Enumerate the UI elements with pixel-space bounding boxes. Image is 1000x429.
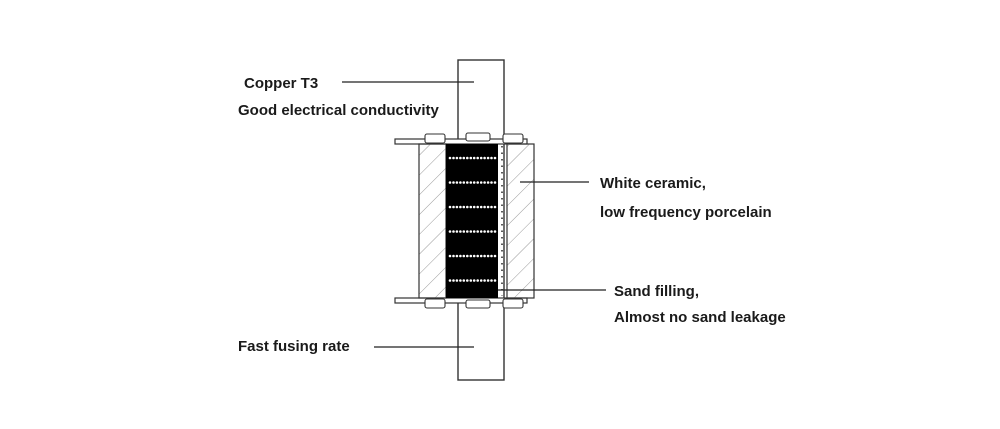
sand-dot (490, 254, 493, 258)
ceramic-label: White ceramic, (600, 175, 706, 192)
sand-dot (455, 254, 459, 258)
sand-dot (466, 254, 469, 258)
sand-dot (472, 254, 476, 258)
sand-dot (486, 156, 490, 160)
ceramic-wall-left (418, 143, 447, 299)
sand-dot (479, 254, 483, 258)
sand-dot (469, 181, 473, 184)
sand-dot (462, 254, 466, 258)
sand-dot (466, 279, 469, 282)
sand-dot (476, 279, 480, 282)
sand-dot (448, 205, 452, 209)
sand-dot (479, 156, 483, 160)
sand-dot (472, 156, 476, 160)
sand-dot (459, 230, 462, 233)
top-end-cap (394, 132, 528, 145)
sand-dot (452, 279, 455, 282)
bottom-end-cap (394, 297, 528, 309)
sand-dot (459, 156, 462, 160)
sand-dot (483, 156, 486, 160)
sand-dot (476, 254, 480, 258)
sand-dot (462, 156, 466, 160)
sand-dot (459, 205, 462, 209)
sand-dot (486, 254, 490, 258)
sand-dot (483, 254, 486, 258)
sand-dot (469, 156, 473, 160)
sand-dot (466, 156, 469, 160)
sand-dot (493, 205, 497, 209)
sand-dot (459, 254, 462, 258)
sand-dot (459, 279, 462, 282)
sand-dot (448, 279, 452, 282)
sand-label: Sand filling, (614, 283, 699, 300)
sand-dot (452, 181, 455, 184)
sand-dot (486, 205, 490, 209)
sand-dot (455, 279, 459, 282)
sand-dot (472, 181, 476, 184)
sand-dot (490, 205, 493, 209)
sand-dot (472, 205, 476, 209)
fusing-label: Fast fusing rate (238, 338, 350, 355)
sand-dot (483, 230, 486, 233)
sand-dot (452, 205, 455, 209)
sand-dot (493, 156, 497, 160)
sand-dot (490, 156, 493, 160)
sand-filling (446, 144, 498, 298)
sand-dot (476, 205, 480, 209)
sand-dot (483, 205, 486, 209)
sand-dot (483, 279, 486, 282)
sand-dots (448, 156, 497, 282)
sand-dot (472, 230, 476, 233)
sand-dot (476, 230, 480, 233)
sand-dot (466, 230, 469, 233)
sand-dot (476, 181, 480, 184)
sand-sublabel: Almost no sand leakage (614, 309, 786, 326)
sand-dot (486, 279, 490, 282)
copper-label: Copper T3 (244, 75, 319, 92)
sand-dot (452, 254, 455, 258)
sand-dot (479, 181, 483, 184)
sand-dot (469, 254, 473, 258)
sand-dot (448, 230, 452, 233)
sand-dot (448, 181, 452, 184)
sand-dot (462, 181, 466, 184)
sand-dot (490, 279, 493, 282)
sand-dot (490, 181, 493, 184)
sand-dot (455, 205, 459, 209)
sand-dot (462, 279, 466, 282)
sand-dot (462, 230, 466, 233)
sand-dot (455, 156, 459, 160)
sand-dot (479, 205, 483, 209)
sand-dot (486, 181, 490, 184)
sand-dot (493, 230, 497, 233)
sand-dot (448, 254, 452, 258)
copper-sublabel: Good electrical conductivity (238, 102, 439, 119)
sand-dot (476, 156, 480, 160)
sand-dot (448, 156, 452, 160)
sand-dot (479, 279, 483, 282)
ceramic-wall-right (506, 143, 535, 299)
sand-dot (452, 156, 455, 160)
sand-dot (469, 205, 473, 209)
sand-dot (459, 181, 462, 184)
sand-dot (483, 181, 486, 184)
sand-dot (455, 230, 459, 233)
sand-dot (455, 181, 459, 184)
sand-dot (452, 230, 455, 233)
sand-dot (490, 230, 493, 233)
sand-dot (466, 181, 469, 184)
ceramic-sublabel: low frequency porcelain (600, 204, 772, 221)
sand-dot (469, 230, 473, 233)
sand-dot (472, 279, 476, 282)
sand-dot (486, 230, 490, 233)
sand-dot (479, 230, 483, 233)
sand-dot (469, 279, 473, 282)
sand-dot (493, 181, 497, 184)
sand-dot (462, 205, 466, 209)
sand-dot (466, 205, 469, 209)
sand-dot (493, 254, 497, 258)
sand-dot (493, 279, 497, 282)
